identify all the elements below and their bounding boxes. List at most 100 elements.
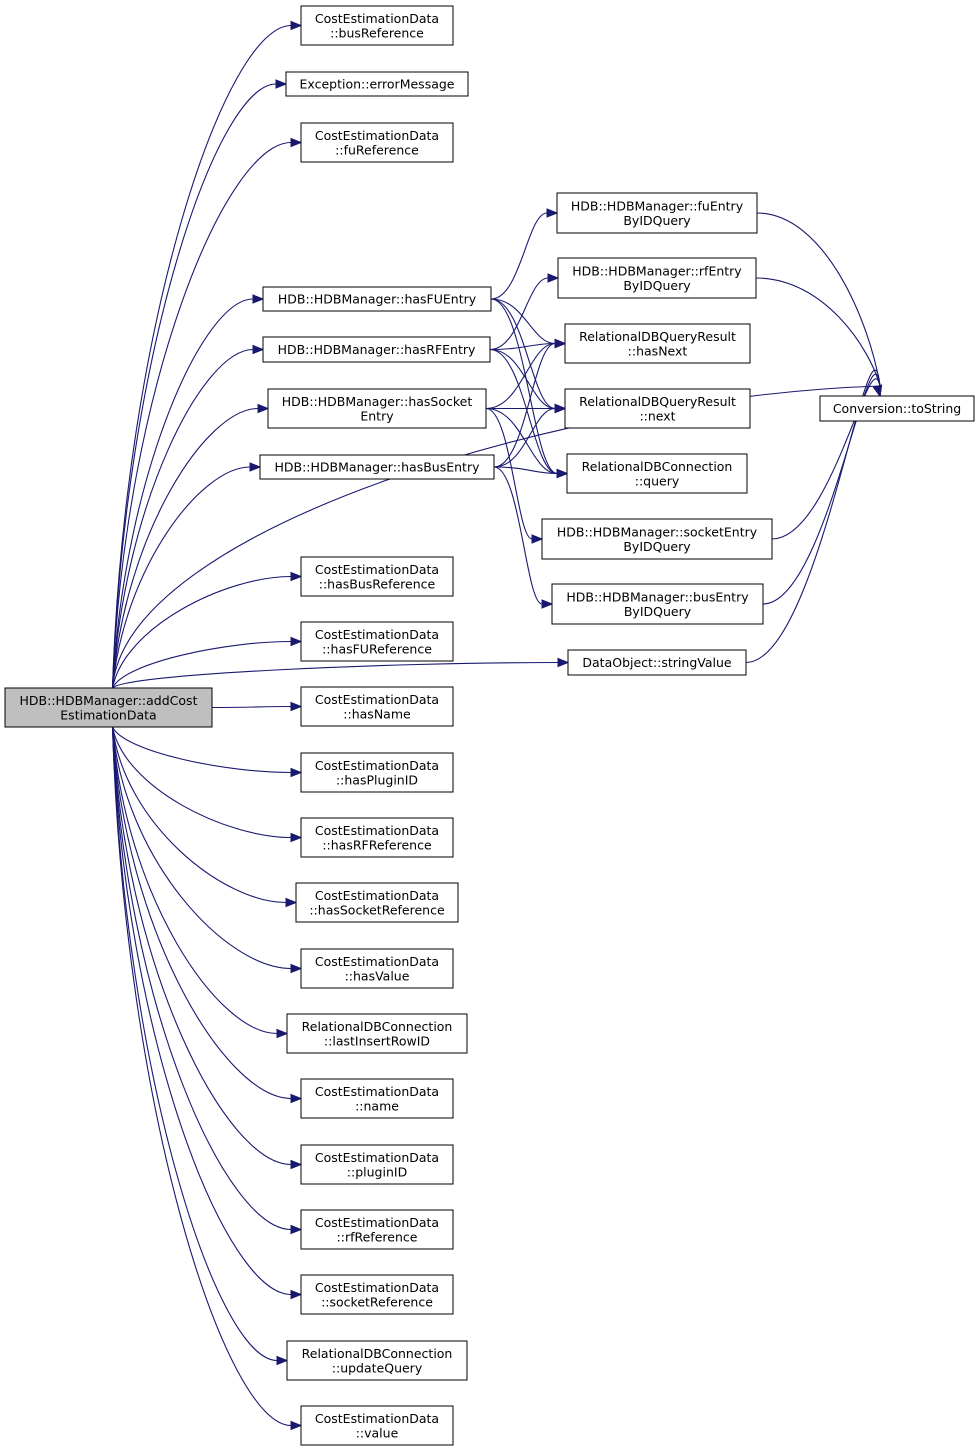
node-hasSockRef[interactable]: CostEstimationData::hasSocketReference	[295, 882, 459, 923]
node-box	[300, 556, 454, 597]
node-box	[300, 122, 454, 163]
node-query[interactable]: RelationalDBConnection::query	[566, 453, 748, 494]
node-name[interactable]: CostEstimationData::name	[300, 1078, 454, 1119]
node-lastInsert[interactable]: RelationalDBConnection::lastInsertRowID	[286, 1013, 468, 1054]
node-box	[300, 752, 454, 793]
node-sockRef[interactable]: CostEstimationData::socketReference	[300, 1274, 454, 1315]
edge-addCost-sockRef	[111, 726, 292, 1296]
node-box	[300, 1274, 454, 1315]
node-label: CostEstimationData	[315, 11, 439, 26]
node-box	[300, 1405, 454, 1446]
edge-addCost-hasBus	[111, 466, 251, 689]
edge-arrowhead	[285, 897, 298, 908]
node-label: RelationalDBQueryResult	[579, 329, 736, 344]
node-hasFURef[interactable]: CostEstimationData::hasFUReference	[300, 621, 454, 662]
node-label: ByIDQuery	[623, 213, 691, 228]
node-label: ByIDQuery	[623, 539, 691, 554]
edge-hasBus-hasNext	[493, 342, 556, 468]
node-fuRef[interactable]: CostEstimationData::fuReference	[300, 122, 454, 163]
edge-arrowhead	[554, 403, 567, 414]
node-label: ::hasFUReference	[322, 641, 432, 656]
edge-hasBus-query	[493, 466, 558, 475]
node-label: HDB::HDBManager::rfEntry	[572, 263, 742, 278]
edge-arrowhead	[252, 344, 265, 355]
node-hasBus[interactable]: HDB::HDBManager::hasBusEntry	[259, 454, 495, 480]
edge-addCost-hasRFRef	[111, 726, 292, 839]
edge-strVal-toString	[745, 369, 881, 664]
edge-arrowhead	[290, 20, 303, 31]
edge-hasSocket-query	[485, 407, 558, 475]
edge-addCost-value	[111, 726, 292, 1427]
node-next[interactable]: RelationalDBQueryResult::next	[564, 388, 751, 429]
edge-arrowhead	[290, 1224, 303, 1235]
node-label: CostEstimationData	[315, 128, 439, 143]
node-hasValue[interactable]: CostEstimationData::hasValue	[300, 948, 454, 989]
node-box	[567, 649, 747, 676]
node-hasRF[interactable]: HDB::HDBManager::hasRFEntry	[262, 336, 491, 363]
node-box	[300, 621, 454, 662]
node-label: CostEstimationData	[315, 954, 439, 969]
node-hasFU[interactable]: HDB::HDBManager::hasFUEntry	[262, 286, 492, 312]
node-box	[300, 1209, 454, 1250]
edge-hasFU-hasNext	[490, 298, 556, 345]
node-label: CostEstimationData	[315, 1280, 439, 1295]
node-updQuery[interactable]: RelationalDBConnection::updateQuery	[286, 1340, 468, 1381]
edge-arrowhead	[290, 701, 303, 712]
node-box	[300, 1144, 454, 1185]
edge-arrowhead	[290, 832, 303, 843]
edge-addCost-strVal	[112, 661, 559, 689]
edge-addCost-hasFURef	[112, 640, 292, 689]
edge-arrowhead	[546, 208, 559, 218]
node-hasBusRef[interactable]: CostEstimationData::hasBusReference	[300, 556, 454, 597]
edge-hasSocket-hasNext	[485, 342, 556, 410]
node-hasRFRef[interactable]: CostEstimationData::hasRFReference	[300, 817, 454, 858]
edge-arrowhead	[290, 963, 303, 974]
node-box	[262, 336, 491, 363]
edge-arrowhead	[290, 1289, 303, 1300]
node-toString[interactable]: Conversion::toString	[819, 395, 975, 422]
node-hasNext[interactable]: RelationalDBQueryResult::hasNext	[564, 323, 751, 364]
node-box	[262, 286, 492, 312]
edge-arrowhead	[554, 338, 567, 349]
node-strVal[interactable]: DataObject::stringValue	[567, 649, 747, 676]
node-box	[4, 687, 213, 728]
node-label: ::hasPluginID	[336, 772, 418, 787]
node-box	[564, 323, 751, 364]
edge-arrowhead	[290, 137, 303, 148]
node-label: RelationalDBQueryResult	[579, 394, 736, 409]
node-rfRef[interactable]: CostEstimationData::rfReference	[300, 1209, 454, 1250]
node-box	[300, 5, 454, 46]
node-label: ::hasNext	[628, 343, 688, 358]
node-value[interactable]: CostEstimationData::value	[300, 1405, 454, 1446]
node-box	[300, 686, 454, 727]
node-hasPlugin[interactable]: CostEstimationData::hasPluginID	[300, 752, 454, 793]
edge-busById-toString	[762, 373, 881, 605]
node-label: CostEstimationData	[315, 823, 439, 838]
edge-hasFU-fuById	[490, 212, 548, 300]
node-errMsg[interactable]: Exception::errorMessage	[285, 71, 469, 97]
edge-addCost-hasName	[211, 705, 292, 709]
edge-arrowhead	[257, 403, 270, 414]
edge-addCost-rfRef	[111, 726, 292, 1231]
node-hasName[interactable]: CostEstimationData::hasName	[300, 686, 454, 727]
node-label: CostEstimationData	[315, 1411, 439, 1426]
node-pluginID[interactable]: CostEstimationData::pluginID	[300, 1144, 454, 1185]
edge-arrowhead	[290, 1159, 303, 1170]
edge-arrowhead	[290, 1420, 303, 1431]
node-label: ::name	[355, 1098, 399, 1113]
node-box	[285, 71, 469, 97]
node-busRef[interactable]: CostEstimationData::busReference	[300, 5, 454, 46]
edge-addCost-errMsg	[111, 83, 277, 689]
edge-arrowhead	[252, 294, 265, 304]
edge-addCost-hasValue	[111, 726, 292, 970]
edge-sockById-toString	[771, 378, 881, 540]
node-label: Conversion::toString	[833, 401, 961, 416]
node-box	[566, 453, 748, 494]
